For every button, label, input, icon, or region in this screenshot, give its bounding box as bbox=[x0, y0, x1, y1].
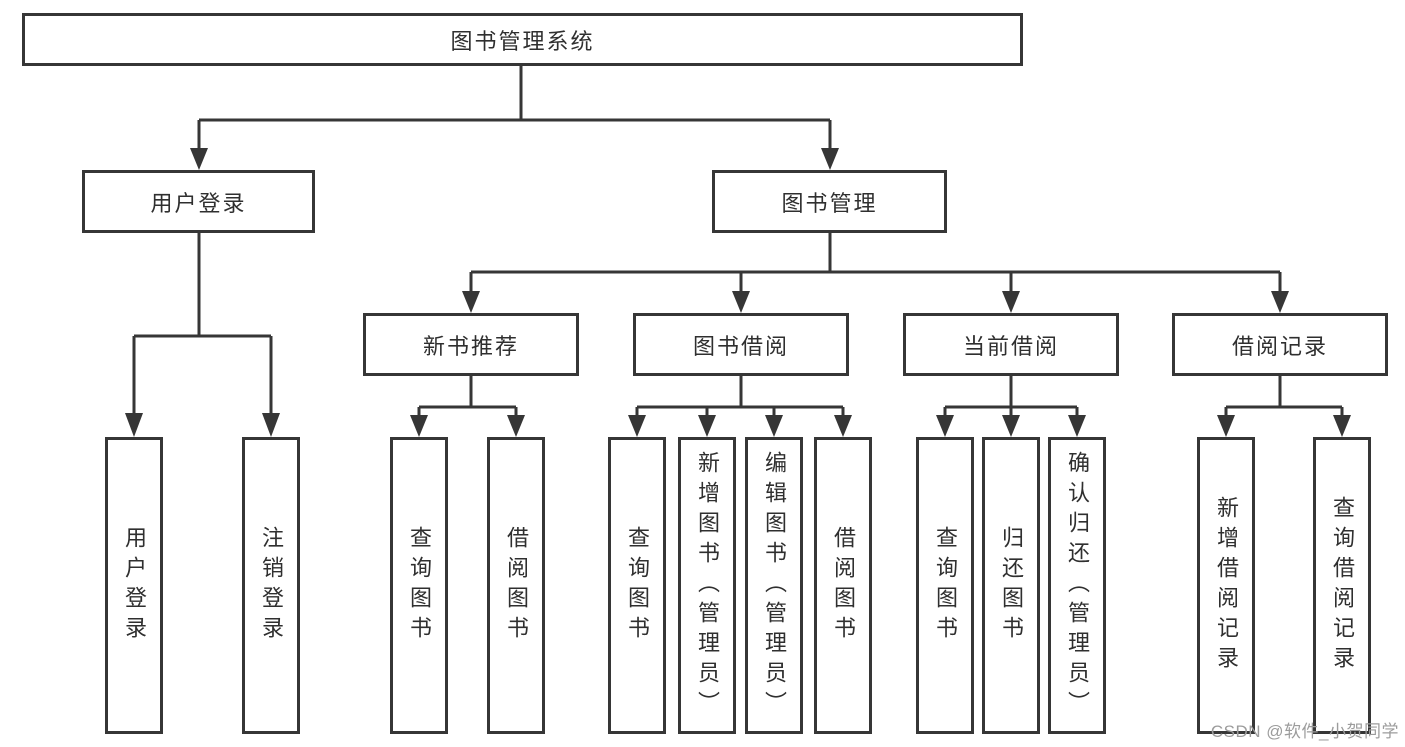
leaf-return-book: 归还图书 bbox=[982, 437, 1040, 734]
leaf-borrow-books-borrowing: 借阅图书 bbox=[814, 437, 872, 734]
node-root-system: 图书管理系统 bbox=[22, 13, 1023, 66]
leaf-query-books-current: 查询图书 bbox=[916, 437, 974, 734]
leaf-confirm-return-admin: 确认归还（管理员） bbox=[1048, 437, 1106, 734]
leaf-borrow-books-recommend: 借阅图书 bbox=[487, 437, 545, 734]
arrowheads bbox=[125, 148, 1351, 437]
leaf-logout: 注销登录 bbox=[242, 437, 300, 734]
leaf-edit-book-admin: 编辑图书（管理员） bbox=[745, 437, 803, 734]
csdn-watermark: CSDN @软件_小贺同学 bbox=[1210, 722, 1399, 741]
leaf-query-books-recommend: 查询图书 bbox=[390, 437, 448, 734]
node-book-borrowing: 图书借阅 bbox=[633, 313, 849, 376]
node-current-borrowing: 当前借阅 bbox=[903, 313, 1119, 376]
node-new-book-recommend: 新书推荐 bbox=[363, 313, 579, 376]
leaf-query-borrow-record: 查询借阅记录 bbox=[1313, 437, 1371, 734]
leaf-query-books-borrowing: 查询图书 bbox=[608, 437, 666, 734]
leaf-add-borrow-record: 新增借阅记录 bbox=[1197, 437, 1255, 734]
node-user-login: 用户登录 bbox=[82, 170, 315, 233]
leaf-add-book-admin: 新增图书（管理员） bbox=[678, 437, 736, 734]
node-borrowing-records: 借阅记录 bbox=[1172, 313, 1388, 376]
leaf-user-login: 用户登录 bbox=[105, 437, 163, 734]
node-book-management: 图书管理 bbox=[712, 170, 947, 233]
